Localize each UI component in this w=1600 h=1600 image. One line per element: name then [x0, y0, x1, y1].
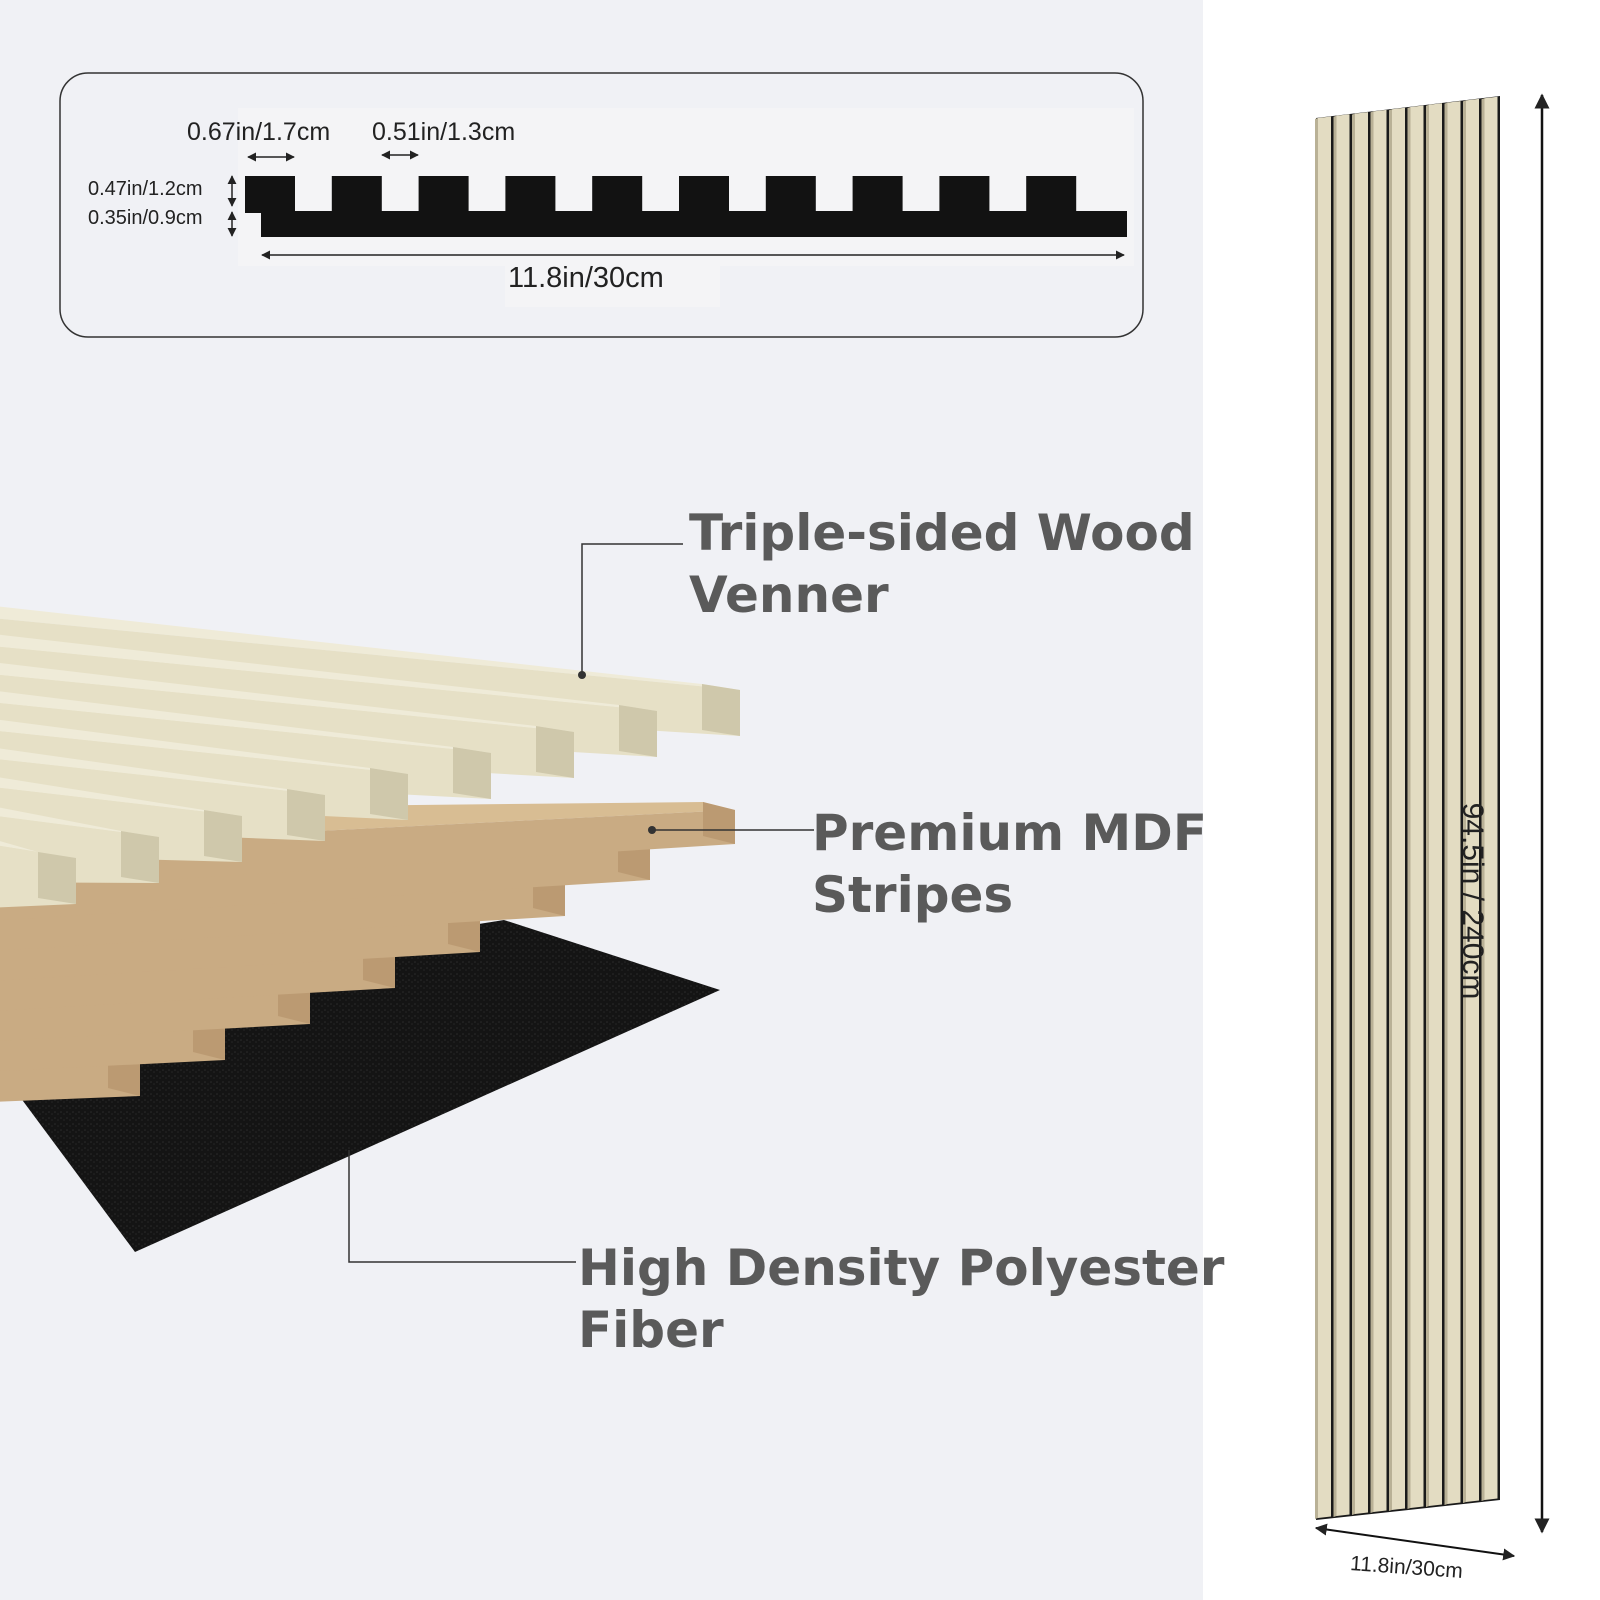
width-label-backdrop	[505, 262, 720, 307]
profile-slat	[592, 176, 643, 213]
profile-slat	[852, 176, 903, 213]
panel-slat	[1429, 103, 1442, 1506]
mdf-stripe-side	[0, 810, 735, 891]
profile-base	[261, 211, 1127, 237]
profile-slat	[679, 176, 729, 213]
panel-slat-edge	[1444, 102, 1448, 1506]
profile-slat	[1026, 176, 1077, 213]
veneer-slat-end	[204, 810, 242, 862]
felt-leader	[348, 1150, 576, 1263]
felt-label-line2: Fiber	[578, 1301, 724, 1359]
mdf-stripe-side	[0, 882, 565, 951]
mdf-label-line2: Stripes	[812, 866, 1014, 924]
mdf-leader-dot	[648, 826, 656, 834]
panel-slat-edge	[1389, 109, 1392, 1512]
panel-slat	[1373, 109, 1387, 1512]
profile-slat	[331, 176, 382, 213]
veneer-slat-top	[0, 719, 408, 774]
panel-slat	[1410, 105, 1424, 1508]
panel-slat	[1466, 98, 1479, 1502]
veneer-label-line2: Venner	[689, 566, 889, 624]
panel-slat	[1392, 107, 1405, 1511]
veneer-slat-top	[0, 663, 574, 732]
base-thickness-label: 0.35in/0.9cm	[88, 207, 203, 229]
gap-width-label: 0.51in/1.3cm	[372, 118, 516, 146]
profile-slat	[765, 176, 816, 213]
wall-panel	[1315, 96, 1500, 1520]
felt-label-line1: High Density Polyester	[578, 1239, 1225, 1297]
veneer-slat-end	[619, 705, 657, 757]
veneer-slat-end	[453, 747, 491, 799]
veneer-slat-end	[536, 726, 574, 778]
veneer-slat-top	[0, 634, 657, 711]
panel-width-arrow-3d	[1314, 1523, 1516, 1561]
panel-slat	[1318, 116, 1331, 1518]
profile-slat	[505, 176, 556, 213]
veneer-slat-top	[0, 606, 740, 690]
veneer-label-line1: Triple-sided Wood	[689, 504, 1195, 562]
profile-slat	[939, 176, 990, 213]
mdf-callout: Premium MDF Stripes	[812, 802, 1207, 926]
panel-slat-edge	[1352, 113, 1355, 1516]
panel-slat-edge	[1481, 98, 1485, 1502]
panel-slat-edge	[1370, 111, 1374, 1513]
panel-slat	[1336, 114, 1350, 1516]
panel-width-label: 11.8in/30cm	[508, 262, 664, 294]
slat-height-label: 0.47in/1.2cm	[88, 178, 203, 200]
panel-slat	[1355, 112, 1368, 1515]
mdf-label-line1: Premium MDF	[812, 804, 1207, 862]
panel-slat-edge	[1463, 100, 1466, 1503]
panel-slat-edge	[1315, 118, 1318, 1519]
panel-height-label: 94.5in / 240cm	[1456, 802, 1489, 1000]
panel-slat	[1447, 101, 1461, 1505]
slat-width-label: 0.67in/1.7cm	[187, 118, 331, 146]
felt-callout: High Density Polyester Fiber	[578, 1237, 1224, 1361]
veneer-leader	[581, 543, 683, 675]
profile-shape	[245, 176, 1127, 237]
panel-slat-edge	[1333, 115, 1337, 1517]
veneer-slat-end	[370, 768, 408, 820]
panel-slat	[1484, 96, 1498, 1501]
veneer-slat-top	[0, 691, 491, 753]
veneer-callout: Triple-sided Wood Venner	[689, 502, 1195, 626]
veneer-slats	[0, 606, 740, 908]
veneer-slat-end	[38, 852, 76, 904]
veneer-slat-end	[121, 831, 159, 883]
mdf-stripe-side	[0, 846, 650, 921]
panel-slat-edge	[1426, 104, 1429, 1507]
panel-slat-edge	[1407, 107, 1411, 1509]
veneer-leader-dot	[578, 671, 586, 679]
veneer-slat-top	[0, 748, 325, 795]
profile-frame	[59, 72, 1144, 338]
veneer-slat-end	[287, 789, 325, 841]
mdf-stripe-side	[0, 1060, 140, 1102]
profile-slat	[245, 176, 295, 213]
profile-slat	[418, 176, 469, 213]
mdf-stripe-end	[703, 802, 735, 844]
veneer-slat-end	[702, 684, 740, 736]
